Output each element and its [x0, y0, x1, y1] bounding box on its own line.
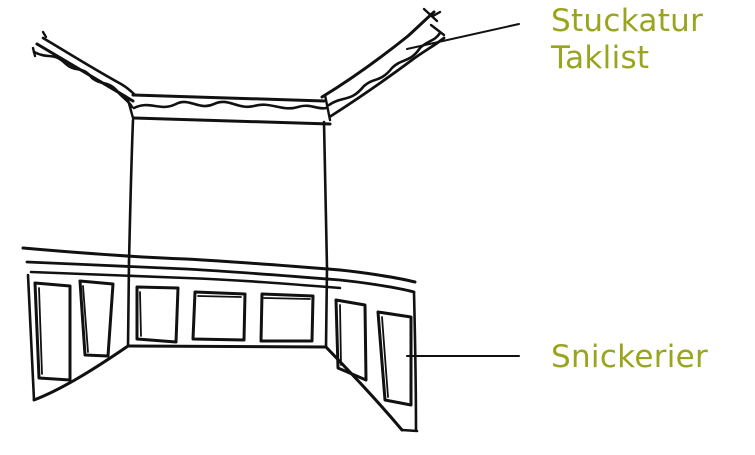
- left-wall-panels: [28, 275, 128, 400]
- back-cornice: [133, 95, 330, 124]
- right-wall-panels: [326, 292, 417, 431]
- back-wall-panels: [128, 262, 327, 347]
- wall-corners: [129, 120, 327, 268]
- cornice-leader-line: [407, 24, 519, 49]
- cornice-label-line1: Stuckatur: [551, 3, 703, 40]
- joinery-label: Snickerier: [551, 339, 708, 376]
- cornice-label: Stuckatur Taklist: [551, 3, 703, 76]
- right-cornice: [322, 9, 444, 120]
- left-cornice: [33, 32, 135, 118]
- cornice-label-line2: Taklist: [551, 40, 703, 77]
